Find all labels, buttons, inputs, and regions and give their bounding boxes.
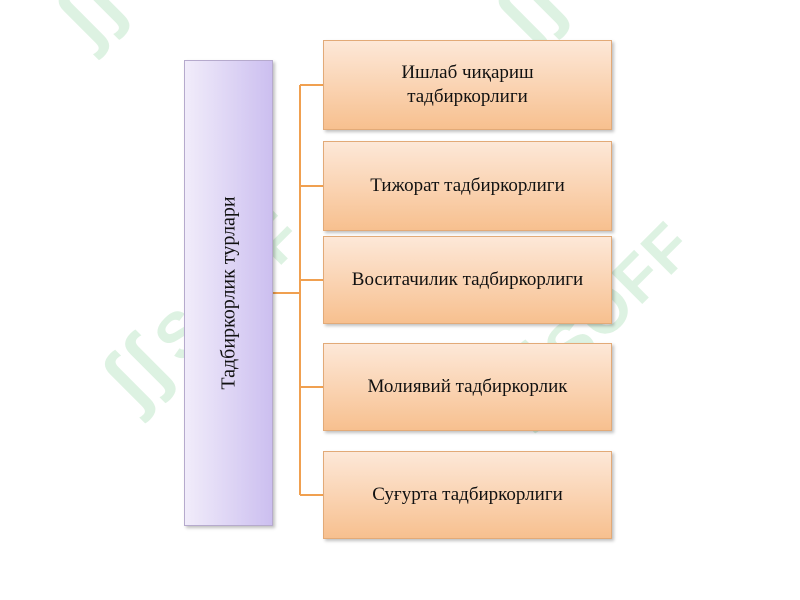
node-financial-label: Молиявий тадбиркорлик: [367, 376, 568, 398]
node-financial: Молиявий тадбиркорлик: [323, 343, 612, 431]
node-trade: Тижорат тадбиркорлиги: [323, 141, 612, 231]
node-trade-label: Тижорат тадбиркорлиги: [370, 175, 565, 197]
root-node: Тадбиркорлик турлари: [184, 60, 273, 526]
root-node-label: Тадбиркорлик турлари: [217, 196, 239, 390]
node-intermediary-label: Воситачилик тадбиркорлиги: [351, 269, 584, 291]
node-production-label: Ишлаб чиқариш тадбиркорлиги: [401, 62, 534, 107]
node-insurance-label: Суғурта тадбиркорлиги: [372, 484, 563, 506]
node-intermediary: Воситачилик тадбиркорлиги: [323, 236, 612, 324]
node-production: Ишлаб чиқариш тадбиркорлиги: [323, 40, 612, 130]
node-insurance: Суғурта тадбиркорлиги: [323, 451, 612, 539]
